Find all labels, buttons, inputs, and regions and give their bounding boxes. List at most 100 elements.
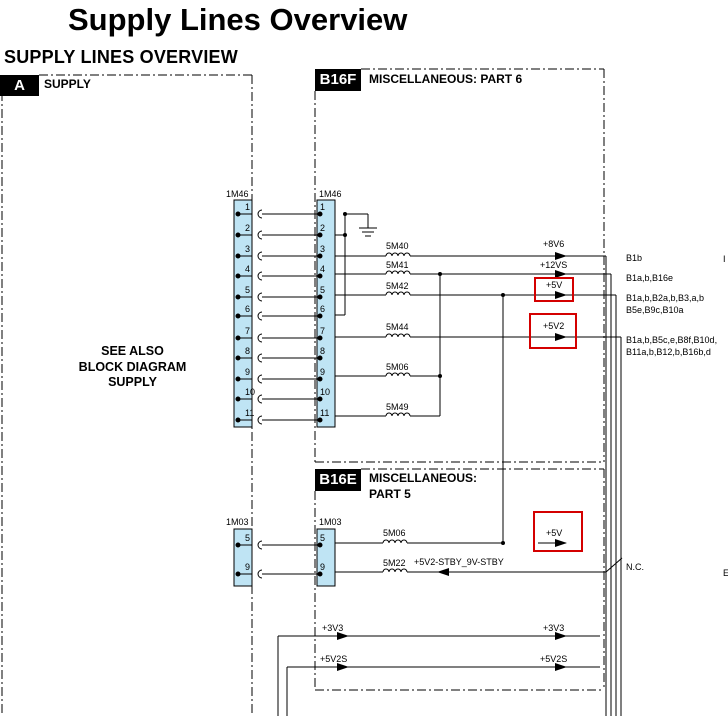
1m03-left-pin-dot bbox=[235, 542, 241, 548]
coil-c11 bbox=[385, 412, 411, 417]
1m46-left-pin-dot bbox=[235, 396, 241, 402]
block-name-supply: SUPPLY bbox=[44, 77, 91, 91]
1m46-left-pin-dot bbox=[235, 335, 241, 341]
1m46-left-pin-4: 4 bbox=[245, 264, 250, 274]
coil-label-5m41: 5M41 bbox=[386, 260, 409, 270]
1m46-right-pin-1: 1 bbox=[320, 202, 325, 212]
highlight-5v2 bbox=[529, 313, 577, 349]
rail-label-5v2: +5V2 bbox=[543, 321, 564, 331]
destination-b1b: B1b bbox=[626, 253, 642, 263]
1m46-right-pin-2: 2 bbox=[320, 223, 325, 233]
1m03-left-pin-9: 9 bbox=[245, 562, 250, 572]
junction-dots bbox=[343, 212, 505, 545]
rail-labels: +8V6 +12VS +5V +5V2 +5V +5V2-STBY_9V-STB… bbox=[320, 239, 567, 664]
block-tag-b16e: B16E bbox=[315, 469, 361, 491]
coil-label-5m22: 5M22 bbox=[383, 558, 406, 568]
destination-5v2-line1: B1a,b,B5c,e,B8f,B10d, bbox=[626, 335, 717, 345]
1m46-right-pin-5: 5 bbox=[320, 285, 325, 295]
1m46-left-pin-7: 7 bbox=[245, 326, 250, 336]
1m46-left-pin-11: 11 bbox=[245, 408, 254, 418]
1m46-left-pin-8: 8 bbox=[245, 346, 250, 356]
section-title: SUPPLY LINES OVERVIEW bbox=[4, 47, 238, 67]
coil-label-5m42: 5M42 bbox=[386, 281, 409, 291]
rail-label-12vs: +12VS bbox=[540, 260, 567, 270]
destination-nc: N.C. bbox=[626, 562, 644, 572]
highlight-5v bbox=[534, 277, 574, 302]
block-b16e-border bbox=[314, 468, 605, 691]
1m46-left-pin-dot bbox=[235, 355, 241, 361]
flow-arrows bbox=[322, 252, 567, 671]
1m46-left-pin-dot bbox=[235, 273, 241, 279]
rail-label-3v3-left: +3V3 bbox=[322, 623, 343, 633]
coil-c5 bbox=[385, 291, 411, 296]
connector-label-1m03-left: 1M03 bbox=[226, 517, 249, 527]
1m46-left-pin-dot bbox=[235, 417, 241, 423]
1m03-left-socket bbox=[257, 569, 263, 579]
1m46-left-socket bbox=[257, 374, 263, 384]
1m46-right-pin-8: 8 bbox=[320, 346, 325, 356]
connector-label-1m46-right: 1M46 bbox=[319, 189, 342, 199]
coil-label-5m06-b16e: 5M06 bbox=[383, 528, 406, 538]
see-also-line3: SUPPLY bbox=[108, 375, 157, 389]
coil-e9 bbox=[382, 568, 408, 573]
see-also-line1: SEE ALSO bbox=[101, 344, 164, 358]
destination-5v2-line2: B11a,b,B12,b,B16b,d bbox=[626, 347, 711, 357]
destination-5v-line1: B1a,b,B2a,b,B3,a,b bbox=[626, 293, 704, 303]
coil-label-5m49: 5M49 bbox=[386, 402, 409, 412]
1m46-left-pin-9: 9 bbox=[245, 367, 250, 377]
coil-label-5m44: 5M44 bbox=[386, 322, 409, 332]
coil-c4 bbox=[385, 270, 411, 275]
1m46-left-pin-dot bbox=[235, 294, 241, 300]
coil-label-5m06: 5M06 bbox=[386, 362, 409, 372]
rail-label-5v2s-left: +5V2S bbox=[320, 654, 347, 664]
1m46-left-pin-3: 3 bbox=[245, 244, 250, 254]
1m46-right-pin-4: 4 bbox=[320, 264, 325, 274]
coil-c9 bbox=[385, 372, 411, 377]
1m46-right-pin-7: 7 bbox=[320, 326, 325, 336]
highlight-boxes bbox=[529, 277, 583, 552]
1m46-left-socket bbox=[257, 311, 263, 321]
coil-c3 bbox=[385, 252, 411, 257]
1m46-left-pin-6: 6 bbox=[245, 304, 250, 314]
coils bbox=[382, 252, 411, 573]
coil-label-5m40: 5M40 bbox=[386, 241, 409, 251]
block-tag-a: A bbox=[0, 75, 39, 96]
coil-labels: 5M40 5M41 5M42 5M44 5M06 5M49 5M06 5M22 bbox=[383, 241, 409, 568]
coil-e5 bbox=[382, 539, 408, 544]
coil-c7 bbox=[385, 333, 411, 338]
destination-12vs: B1a,b,B16e bbox=[626, 273, 673, 283]
block-a-border bbox=[1, 74, 253, 716]
1m46-left-pin-dot bbox=[235, 253, 241, 259]
1m03-left-pin-5: 5 bbox=[245, 533, 250, 543]
1m03-left-socket bbox=[257, 540, 263, 550]
1m46-left-socket bbox=[257, 415, 263, 425]
1m46-right-pin-3: 3 bbox=[320, 244, 325, 254]
1m03-right-pin-5: 5 bbox=[320, 533, 325, 543]
rail-label-5v2s-right: +5V2S bbox=[540, 654, 567, 664]
rail-label-3v3-right: +3V3 bbox=[543, 623, 564, 633]
highlight-5v-b16e bbox=[533, 511, 583, 552]
1m46-left-socket bbox=[257, 209, 263, 219]
1m46-left-pin-5: 5 bbox=[245, 285, 250, 295]
edge-markers: I E bbox=[723, 254, 728, 578]
rail-label-8v6: +8V6 bbox=[543, 239, 564, 249]
see-also-line2: BLOCK DIAGRAM bbox=[78, 359, 187, 374]
1m03-left-pin-dot bbox=[235, 571, 241, 577]
1m03-right-pin-9: 9 bbox=[320, 562, 325, 572]
1m46-left-socket bbox=[257, 292, 263, 302]
rail-label-5v2-stby: +5V2-STBY_9V-STBY bbox=[414, 557, 504, 567]
block-name-b16f: MISCELLANEOUS: PART 6 bbox=[369, 72, 523, 86]
block-tag-b16f: B16F bbox=[315, 69, 361, 91]
1m46-left-socket bbox=[257, 271, 263, 281]
1m46-left-socket bbox=[257, 230, 263, 240]
block-name-b16e-line2: PART 5 bbox=[369, 487, 411, 501]
1m46-right-pin-9: 9 bbox=[320, 367, 325, 377]
1m46-left-pin-10: 10 bbox=[245, 387, 255, 397]
destination-labels: B1b B1a,b,B16e B1a,b,B2a,b,B3,a,b B5e,B9… bbox=[626, 253, 717, 572]
rail-label-5v-b16e: +5V bbox=[546, 528, 562, 538]
destination-5v-line2: B5e,B9c,B10a bbox=[626, 305, 684, 315]
connector-label-1m46-left: 1M46 bbox=[226, 189, 249, 199]
connector-label-1m03-right: 1M03 bbox=[319, 517, 342, 527]
